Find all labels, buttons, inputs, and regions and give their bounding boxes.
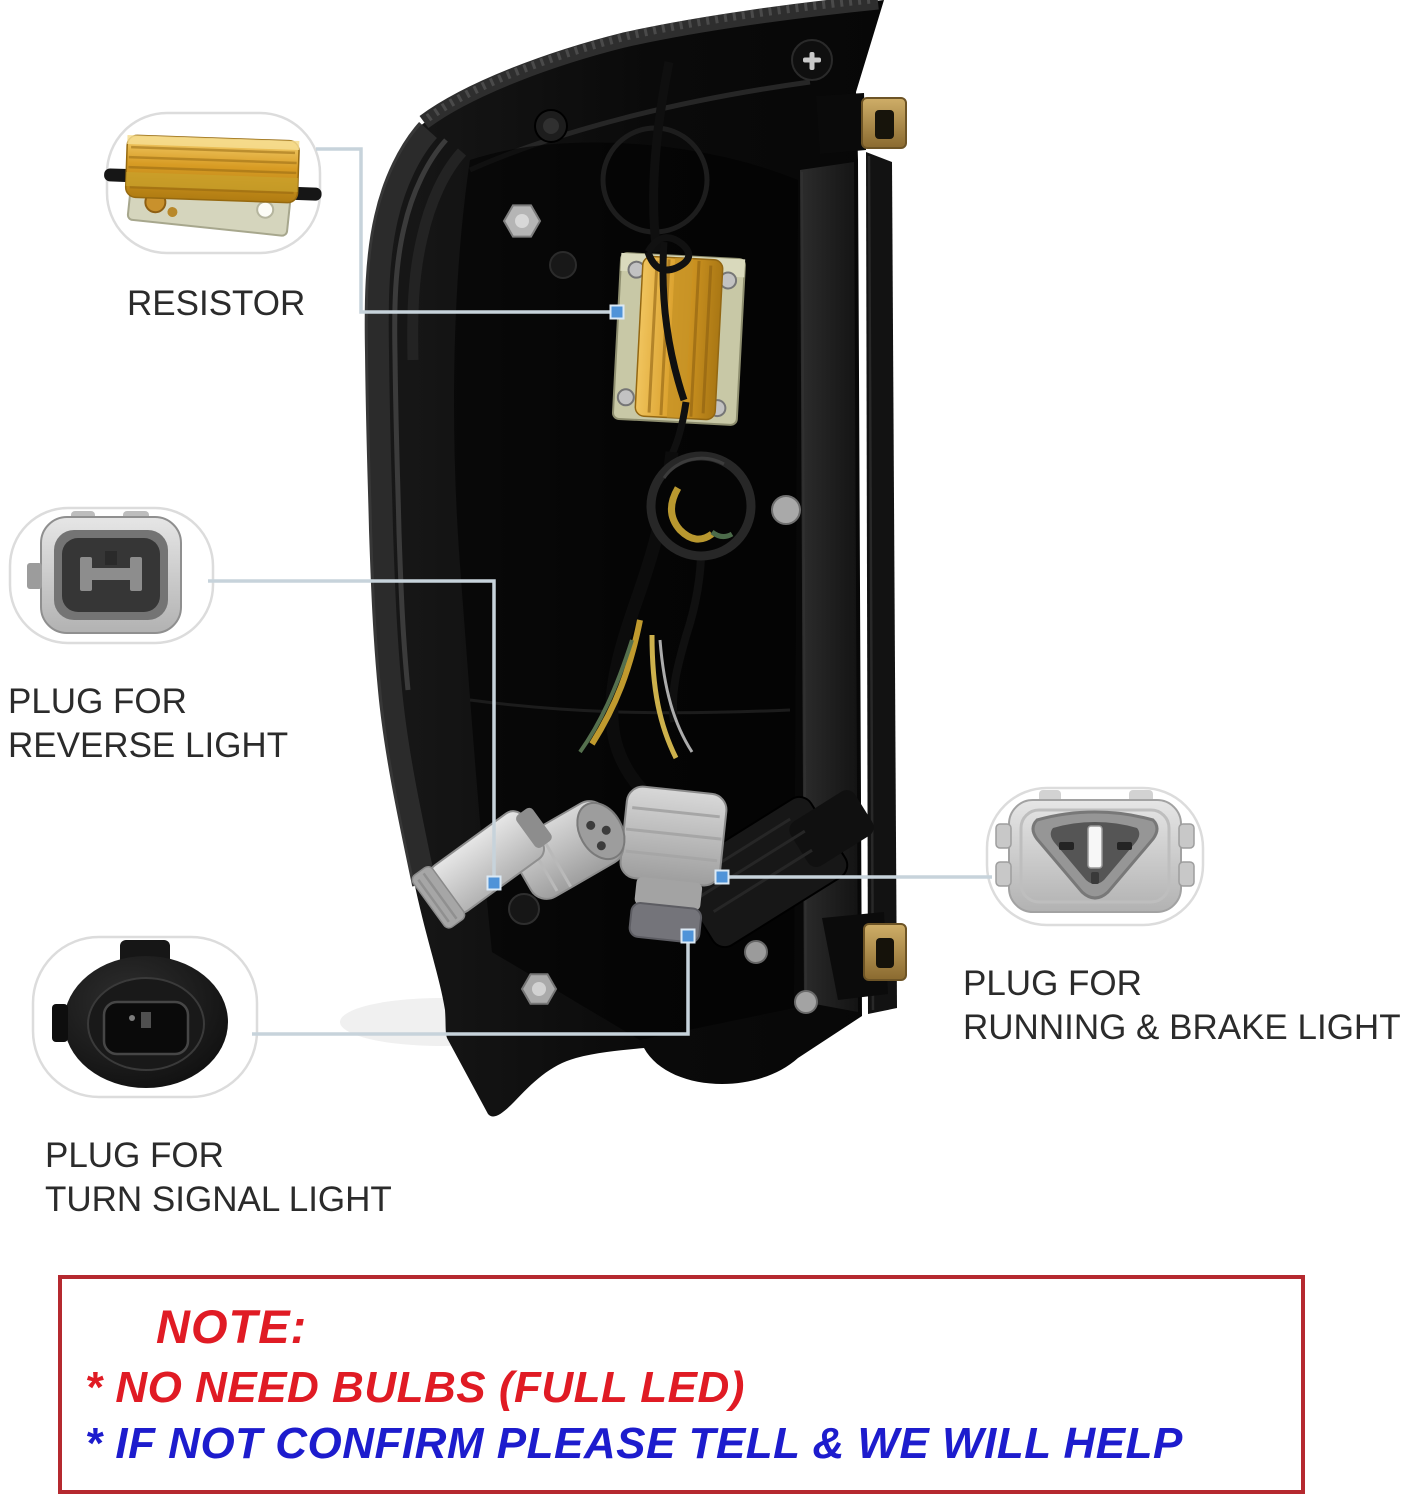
callout-line-turn-signal [252,941,690,1036]
running-brake-label: PLUG FOR RUNNING & BRAKE LIGHT [963,962,1401,1050]
running-brake-label-line2: RUNNING & BRAKE LIGHT [963,1008,1401,1047]
note-bullet-1: * NO NEED BULBS (FULL LED) [85,1363,745,1412]
resistor-label: RESISTOR [127,282,305,326]
turn-signal-label-line2: TURN SIGNAL LIGHT [45,1180,392,1219]
turn-signal-plug-photo [52,940,228,1088]
turn-signal-label: PLUG FOR TURN SIGNAL LIGHT [45,1134,392,1222]
callout-dot-reverse [486,875,502,891]
callout-line-resistor [316,147,612,314]
note-title: NOTE: [156,1300,308,1353]
callout-dot-resistor [609,304,625,320]
reverse-light-label: PLUG FOR REVERSE LIGHT [8,680,288,768]
bulb-socket [646,451,756,561]
reverse-light-label-line2: REVERSE LIGHT [8,726,289,765]
housing-screws [502,39,833,1014]
resistor-photo [104,134,322,237]
turn-signal-label-line1: PLUG FOR [45,1136,224,1175]
note-box: NOTE: * NO NEED BULBS (FULL LED) * IF NO… [58,1275,1305,1494]
callout-dot-running-brake [714,869,730,885]
resistor-label-text: RESISTOR [127,284,306,323]
running-brake-plug-photo [995,790,1195,913]
reverse-light-label-line1: PLUG FOR [8,682,187,721]
mounting-bracket-top [816,93,866,154]
callout-lines [208,147,992,1036]
callout-dots [486,304,730,944]
callout-line-reverse [208,579,496,878]
housing-flange [866,152,897,1014]
resistor-on-housing [611,252,746,426]
reverse-plug-on-harness [411,807,552,929]
black-plug-on-harness [675,790,874,949]
note-bullet-2: * IF NOT CONFIRM PLEASE TELL & WE WILL H… [85,1419,1183,1468]
callout-dot-turn-signal [680,928,696,944]
running-brake-label-line1: PLUG FOR [963,964,1142,1003]
reverse-plug-photo [27,511,182,634]
tail-light-photo [340,0,907,1117]
